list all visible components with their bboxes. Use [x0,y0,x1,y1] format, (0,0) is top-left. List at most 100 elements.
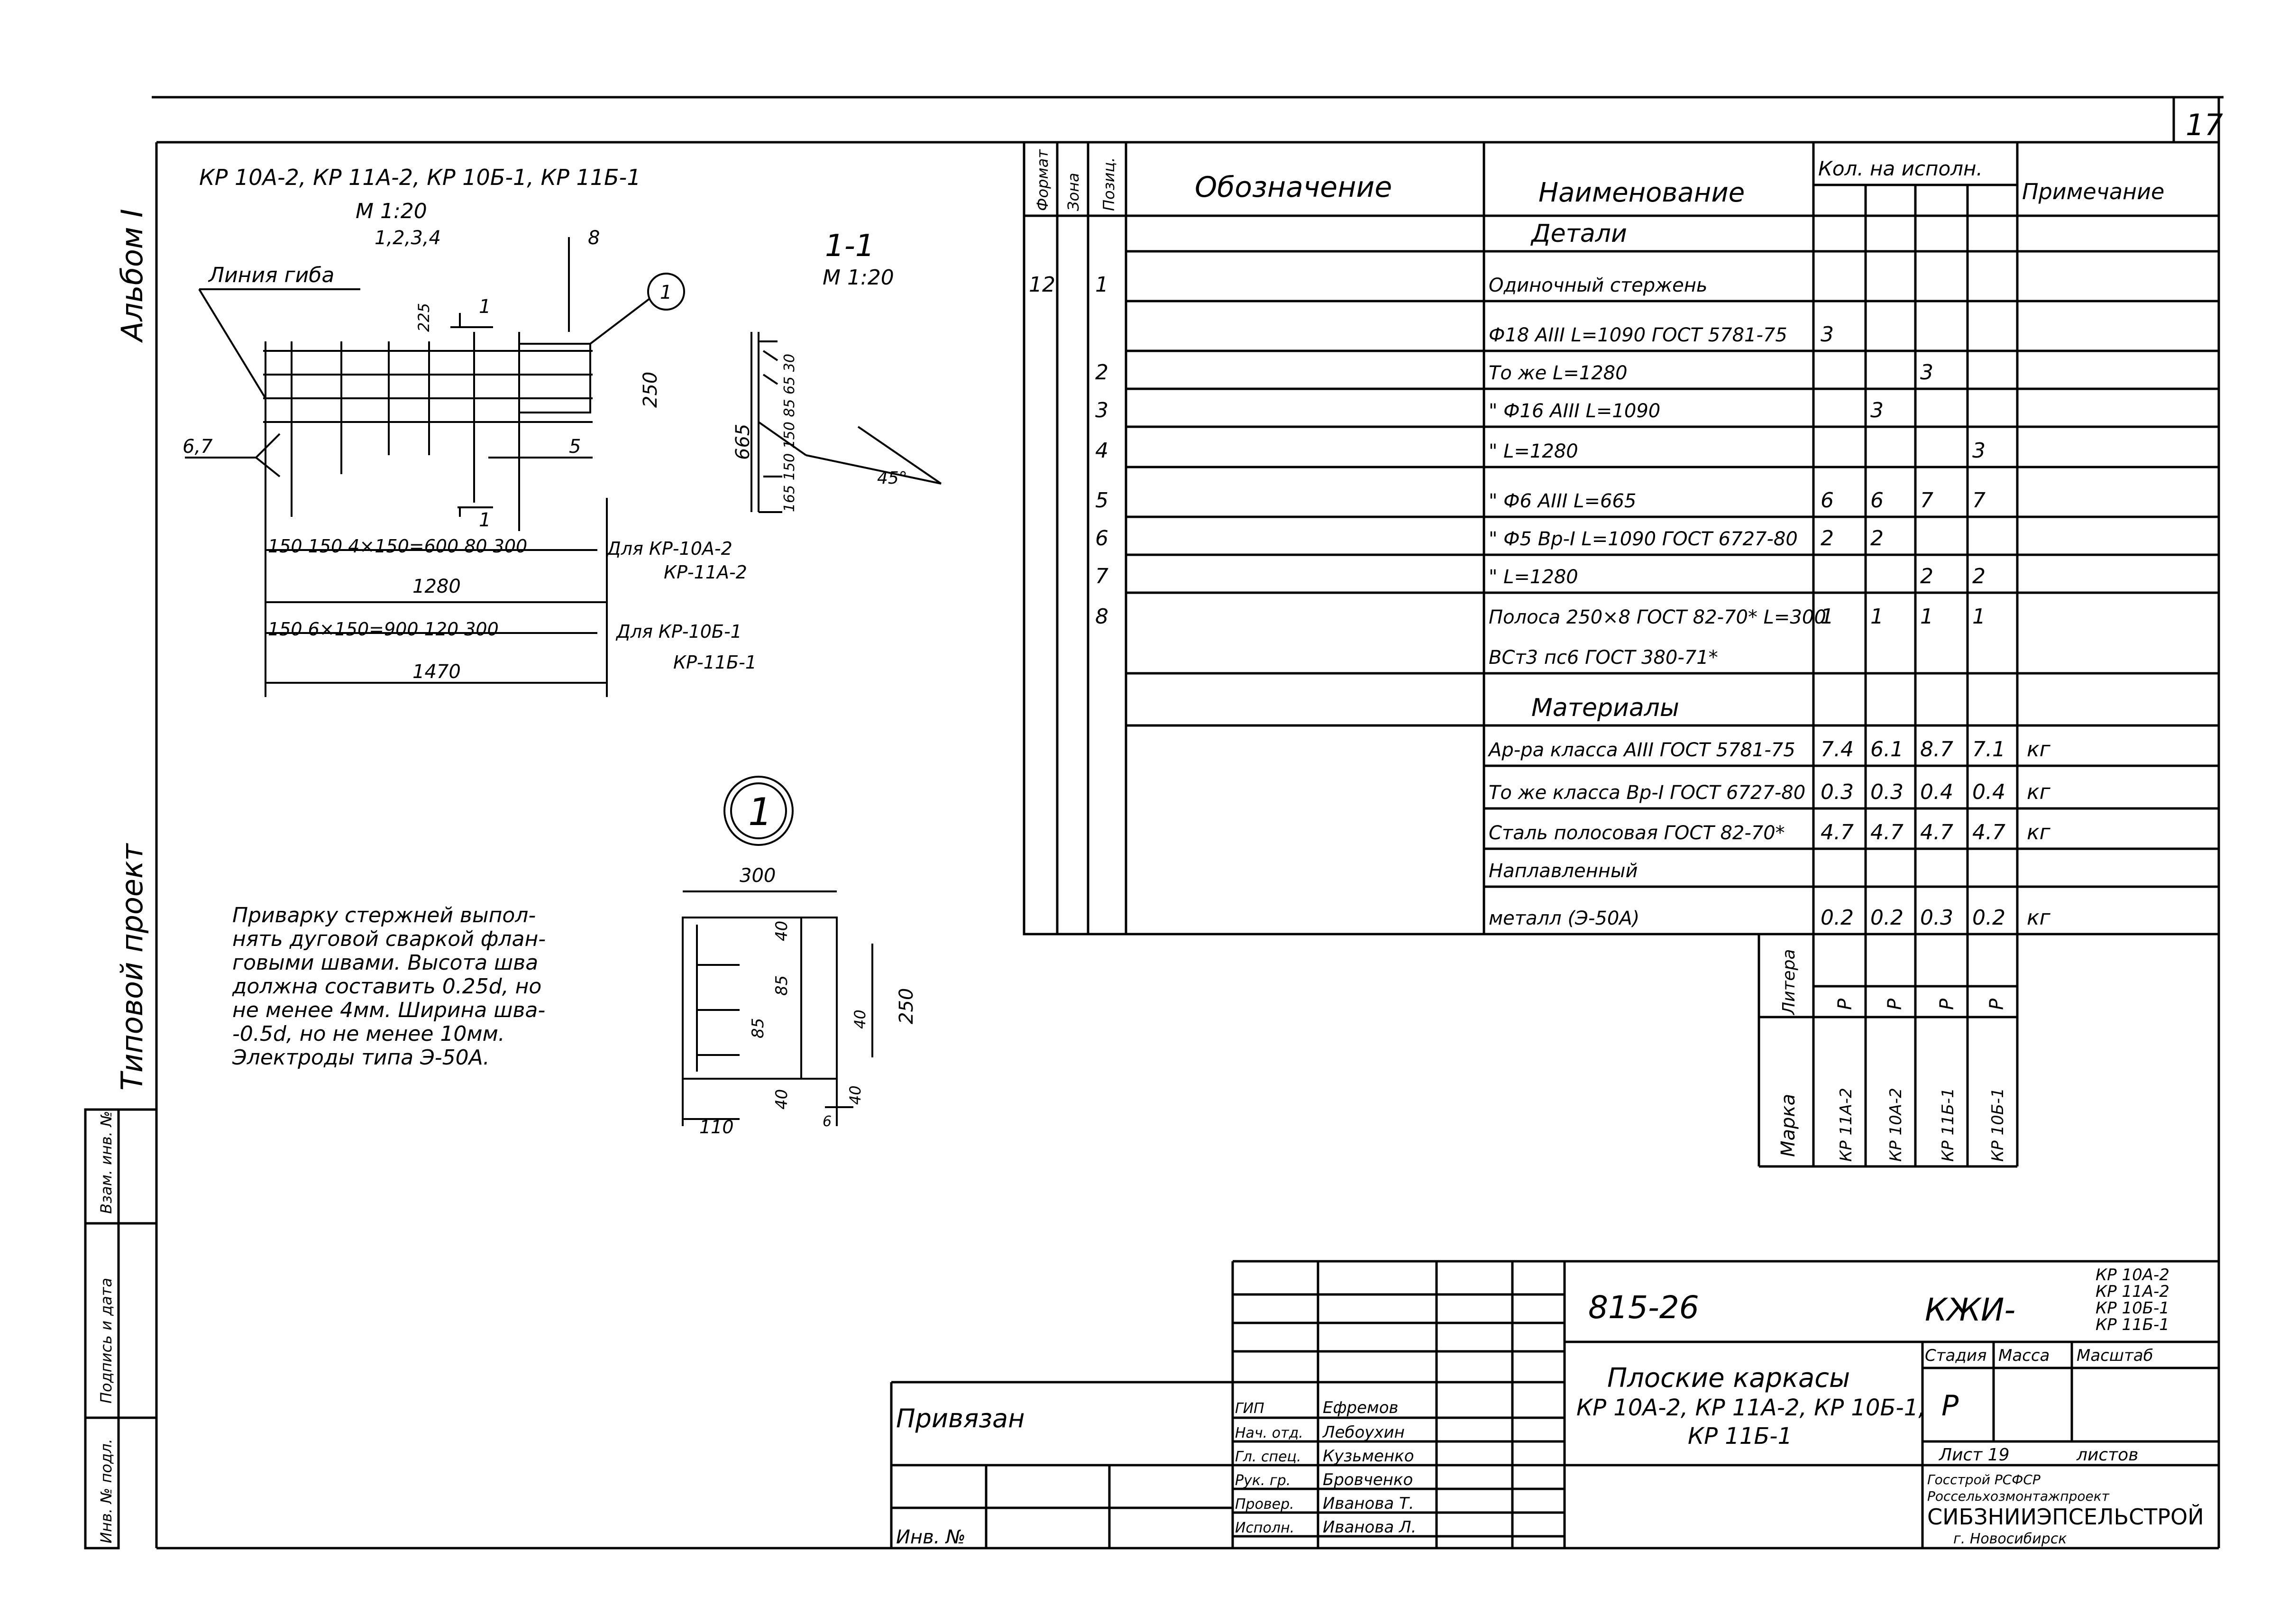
litera-value: Р [1884,998,1906,1010]
title-role: ГИП [1235,1400,1264,1417]
spec-cell-qty: 8.7 [1920,737,1953,762]
title-name: Ефремов [1323,1398,1399,1417]
title-role: Нач. отд. [1235,1425,1303,1441]
dim-225: 225 [415,303,433,332]
spec-cell-qty: 0.3 [1870,780,1904,804]
section-angle: 45° [877,468,907,488]
section-dim-665: 665 [732,424,754,460]
spec-cell-name: " Ф6 АIII L=665 [1489,490,1636,512]
spec-cell-qty: 2 [1821,526,1834,551]
mark-value: КР 10Б-1 [1988,1088,2007,1162]
mark-value: КР 10А-2 [1886,1088,1905,1162]
node-dim-40d: 40 [846,1085,864,1105]
spec-cell-qty: 0.3 [1920,906,1953,930]
spec-cell-pos: 5 [1095,488,1108,513]
pos5-label: 5 [569,436,581,458]
title-role: Исполн. [1235,1520,1294,1536]
dim-1470: 1470 [412,661,461,683]
spec-cell-qty: 1 [1920,605,1933,629]
stamp-col1: Инв. № подл. [97,1439,115,1543]
spec-cell-pos: 7 [1095,564,1108,588]
doc-title-line: Плоские каркасы [1607,1363,1850,1394]
doc-mark: КР 10Б-1 [2096,1299,2169,1318]
spec-cell-qty: 3 [1870,398,1884,422]
bound-label: Привязан [896,1404,1025,1433]
spec-cell-qty: 6.1 [1870,737,1904,762]
node-dim-85a: 85 [772,975,791,996]
spec-cell-qty: 7 [1972,488,1986,513]
doc-mark: КР 11Б-1 [2096,1315,2169,1334]
spec-cell-name: " L=1280 [1489,566,1578,588]
positions-label: 1,2,3,4 [375,227,441,249]
node-dim-40a: 40 [772,921,791,941]
title-role: Рук. гр. [1235,1472,1291,1489]
litera-value: Р [1936,998,1958,1010]
doc-title-line: КР 11Б-1 [1688,1423,1792,1450]
title-role: Гл. спец. [1235,1449,1301,1465]
spec-cell-format: 12 [1029,273,1055,297]
spec-cell-qty: 0.4 [1920,780,1953,804]
spec-cell-note: кг [2027,820,2051,844]
node-dim-110: 110 [699,1117,734,1138]
spec-cell-qty: 4.7 [1821,820,1854,844]
mark-value: КР 11А-2 [1837,1088,1856,1162]
spec-cell-qty: 0.2 [1870,906,1904,930]
spec-cell-note: кг [2027,780,2051,804]
spec-cell-qty: 0.2 [1972,906,2005,930]
spec-cell-pos: 3 [1095,398,1108,422]
stamp-col3: Взам. инв. № [97,1111,115,1214]
spec-cell-name: " Ф16 АIII L=1090 [1489,400,1660,422]
note-line: Электроды типа Э-50А. [232,1046,490,1070]
dim-row1: 150 150 4×150=600 80 300 [268,536,527,557]
section-scale: М 1:20 [823,266,894,290]
mark-value: КР 11Б-1 [1939,1088,1958,1162]
node-dim-6: 6 [823,1113,832,1130]
spec-cell-qty: 3 [1972,439,1986,463]
section-title: 1-1 [825,229,875,264]
spec-cell-name: " L=1280 [1489,440,1578,462]
drawing-title: КР 10А-2, КР 11А-2, КР 10Б-1, КР 11Б-1 [199,165,641,190]
spec-cell-name: То же класса Вр-I ГОСТ 6727-80 [1489,782,1805,804]
spec-cell-qty: 6 [1821,488,1834,513]
side-project-label: Типовой проект [115,843,149,1091]
spec-cell-name: Одиночный стержень [1489,275,1708,296]
dim-row2: 150 6×150=900 120 300 [268,619,499,640]
spec-cell-qty: 2 [1972,564,1986,588]
title-name: Кузьменко [1323,1447,1414,1466]
spec-header-designation: Обозначение [1195,171,1392,204]
spec-cell-name: Ар-ра класса АIII ГОСТ 5781-75 [1487,739,1795,761]
dim-250: 250 [640,372,661,408]
node-circle-mark: 1 [748,790,772,834]
title-name: Иванова Т. [1323,1494,1414,1513]
drawing-scale: М 1:20 [356,199,427,223]
spec-cell-qty: 4.7 [1870,820,1904,844]
for-row1b: КР-11А-2 [664,562,747,583]
node-mark: 1 [660,282,672,303]
side-album-label: Альбом I [115,209,149,343]
note-line: говыми швами. Высота шва [232,951,538,975]
note-line: не менее 4мм. Ширина шва- [232,998,545,1022]
section-dims-v: 165 150 150 85 65 30 [781,354,798,512]
spec-cell-pos: 6 [1095,526,1108,551]
org-line: Госстрой РСФСР [1927,1472,2041,1487]
spec-cell-qty: 7 [1920,488,1933,513]
spec-cell-note: кг [2027,906,2051,930]
spec-cell-name: Ф18 АIII L=1090 ГОСТ 5781-75 [1489,324,1787,346]
spec-cell-name: " Ф5 Вр-I L=1090 ГОСТ 6727-80 [1489,528,1798,550]
spec-header-zone: Зона [1064,173,1082,211]
spec-cell-qty: 1 [1821,605,1834,629]
spec-cell-name: Детали [1530,220,1627,248]
litera-value: Р [1986,998,2008,1010]
section-mark-top: 1 [479,296,491,318]
inv-label: Инв. № [896,1526,966,1548]
spec-cell-qty: 0.3 [1821,780,1854,804]
org-city: г. Новосибирск [1953,1531,2067,1547]
spec-header-note: Примечание [2022,179,2164,204]
spec-header-qty: Кол. на исполн. [1818,157,1983,180]
spec-cell-qty: 7.4 [1821,737,1854,762]
section-mark-bottom: 1 [479,509,491,531]
doc-code: КЖИ- [1925,1292,2015,1328]
spec-cell-qty: 0.4 [1972,780,2005,804]
